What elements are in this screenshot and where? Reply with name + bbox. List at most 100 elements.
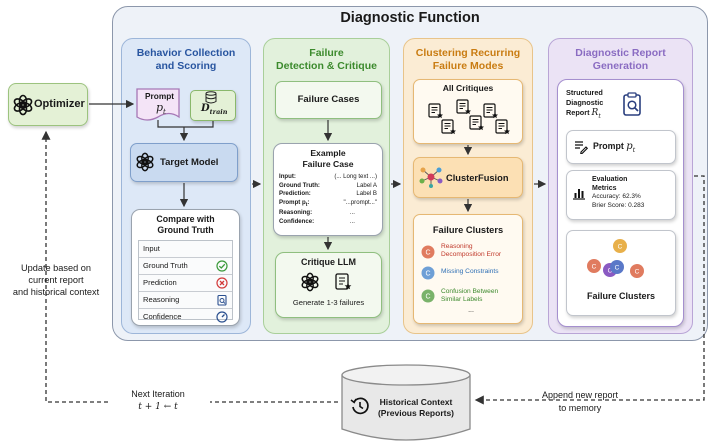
cluster-label-line: Decomposition Error	[441, 251, 502, 259]
brier-value: Brier Score: 0.283	[592, 201, 645, 209]
svg-text:C: C	[618, 244, 623, 251]
example-row: Reasoning:...	[279, 209, 377, 218]
evaluation-metrics-text: Evaluation Metrics Accuracy: 62.3% Brier…	[592, 176, 644, 210]
list-item: C Confusion Between Similar Labels	[420, 286, 522, 308]
update-note-line: current report	[28, 275, 84, 285]
target-model-label: Target Model	[160, 157, 219, 168]
example-value: ...	[349, 217, 355, 225]
example-key-sub: t	[305, 201, 308, 208]
clipboard-search-icon	[216, 294, 228, 312]
example-value: Label B	[356, 190, 377, 197]
bar-chart-icon	[572, 186, 586, 205]
optimizer-label: Optimizer	[34, 98, 85, 110]
dtrain-symbol: Dtrain	[201, 103, 228, 116]
iteration-formula: t + 1 ← t	[138, 402, 178, 412]
dtrain-d: D	[201, 103, 210, 114]
compare-title: Compare with Ground Truth	[131, 214, 240, 236]
clipboard-search-icon	[622, 92, 644, 123]
list-item: C Reasoning Decomposition Error	[420, 242, 522, 264]
structured-line: Diagnostic	[566, 98, 604, 107]
col1-title-line: and Scoring	[155, 60, 217, 72]
document-star-icon	[334, 272, 353, 296]
example-title-line: Failure Case	[302, 159, 354, 169]
report-prompt-p: p	[626, 141, 633, 152]
next-iteration-label: Next Iteration t + 1 ← t	[110, 388, 206, 414]
table-row: Input	[139, 241, 232, 258]
behavior-collection-title: Behavior Collection and Scoring	[121, 47, 251, 73]
col4-title-line: Generation	[592, 60, 649, 72]
check-icon	[216, 260, 228, 278]
example-key: Input:	[279, 173, 296, 180]
example-key-tail: :	[307, 198, 310, 206]
example-failure-title: Example Failure Case	[273, 148, 383, 170]
report-prompt-sub: t	[632, 146, 636, 154]
table-row: Ground Truth	[139, 258, 232, 275]
update-note-line: and historical context	[12, 287, 100, 297]
table-row-label: Ground Truth	[143, 261, 188, 270]
table-row-label: Input	[143, 244, 160, 253]
example-row: Confidence:...	[279, 218, 377, 227]
example-row: Ground Truth: Label A	[279, 182, 377, 191]
report-clusters-label: Failure Clusters	[586, 291, 656, 301]
prompt-doc-label: Prompt	[145, 91, 175, 101]
structured-line: Structured	[566, 88, 603, 97]
col1-title-line: Behavior Collection	[136, 47, 236, 59]
cluster-label-line: Reasoning	[441, 243, 473, 250]
cluster-label: Confusion Between Similar Labels	[441, 288, 498, 304]
eval-title-line: Metrics	[592, 184, 617, 192]
report-prompt-label: Prompt pt	[593, 141, 635, 154]
cluster-bubble: C	[613, 239, 627, 253]
dtrain-sub: train	[209, 108, 228, 116]
historical-context-database	[341, 364, 471, 441]
structured-report-label: Structured Diagnostic Report Rt	[566, 88, 603, 122]
cluster-label-line: Missing Constraints	[441, 268, 499, 275]
history-clock-icon	[350, 396, 370, 421]
update-note-line: Update based on	[21, 263, 91, 273]
cluster-badge: C	[421, 266, 435, 280]
report-sub: t	[598, 112, 601, 120]
db-line: Historical Context	[379, 397, 453, 407]
example-key: Prediction:	[279, 190, 311, 197]
failure-detection-title: Failure Detection & Critique	[263, 47, 390, 73]
cluster-badge: C	[421, 245, 435, 259]
cluster-fusion-label: ClusterFusion	[446, 173, 509, 183]
append-line: Append new report	[541, 390, 619, 400]
cluster-bubble: C	[630, 264, 644, 278]
example-value: "...prompt..."	[343, 198, 377, 206]
svg-text:C: C	[592, 264, 597, 271]
example-key-prompt: Prompt pt:	[279, 199, 309, 210]
openai-logo-icon	[300, 272, 320, 297]
compare-title-line: Compare with	[156, 214, 215, 224]
cluster-badge: C	[421, 289, 435, 303]
openai-logo-icon	[135, 152, 155, 177]
historical-context-label: Historical Context (Previous Reports)	[370, 397, 462, 419]
table-row: Confidence	[139, 309, 232, 325]
update-note: Update based on current report and histo…	[0, 262, 112, 298]
gauge-icon	[216, 311, 228, 329]
example-value: Label A	[356, 181, 377, 189]
example-key: Confidence:	[279, 217, 315, 225]
append-report-label: Append new report to memory	[534, 389, 626, 415]
cluster-label: Reasoning Decomposition Error	[441, 243, 501, 259]
col3-title-line: Clustering Recurring	[415, 47, 521, 59]
svg-text:C: C	[615, 265, 620, 272]
report-prompt-card	[566, 130, 676, 164]
example-value: (... Long text ...)	[334, 173, 377, 180]
example-key: Ground Truth:	[279, 181, 320, 189]
diagnostic-function-title: Diagnostic Function	[340, 10, 480, 26]
example-key: Reasoning:	[279, 209, 313, 217]
table-row: Prediction	[139, 275, 232, 292]
cluster-label-line: Confusion Between	[441, 288, 499, 295]
eval-title-line: Evaluation	[592, 176, 628, 183]
structured-line-report: Report Rt	[566, 108, 603, 122]
accuracy-value: Accuracy: 62.3%	[592, 193, 641, 201]
cluster-bubble: C	[610, 260, 624, 274]
example-row: Input: (... Long text ...)	[279, 173, 377, 182]
example-failure-fields: Input: (... Long text ...) Ground Truth: L…	[279, 173, 377, 226]
svg-text:C: C	[425, 294, 430, 301]
report-symbol: Rt	[592, 108, 601, 120]
next-iteration-text: Next Iteration	[131, 389, 185, 399]
example-value: ...	[349, 209, 355, 217]
critique-llm-label: Critique LLM	[301, 257, 356, 267]
structured-line: Report	[566, 108, 590, 117]
